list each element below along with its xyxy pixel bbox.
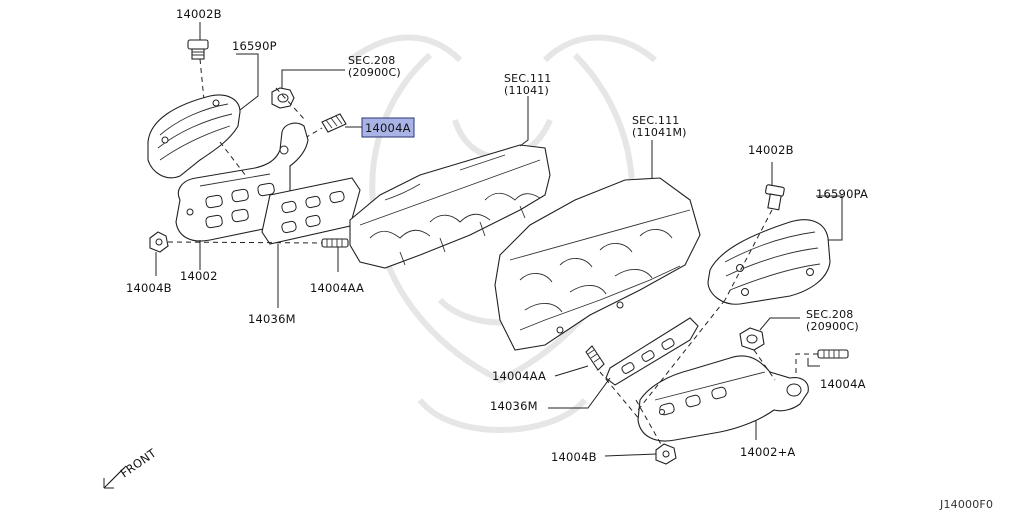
front-direction-arrow: FRONT (103, 445, 160, 489)
diagram-code: J14000F0 (939, 498, 993, 511)
bolt-14002b-right (765, 184, 785, 211)
label-14036m-left: 14036M (248, 312, 296, 326)
stud-14004aa-left (321, 238, 349, 248)
heat-cover-16590p (147, 94, 241, 179)
label-sec208-right-ref: (20900C) (806, 320, 859, 333)
label-14036m-right: 14036M (490, 399, 538, 413)
stud-14004a-right (817, 349, 849, 359)
label-14002b-right: 14002B (748, 143, 794, 157)
label-sec111-left: SEC.111 (504, 72, 552, 85)
nut-sec208-right (739, 327, 765, 351)
cylinder-head-11041m (494, 177, 701, 351)
label-sec208-left-ref: (20900C) (348, 66, 401, 79)
nut-14004b-right (655, 443, 677, 465)
label-14004b-right: 14004B (551, 450, 597, 464)
label-14004b-left: 14004B (126, 281, 172, 295)
exhaust-manifold-14002a (637, 355, 809, 442)
label-14002b-left: 14002B (176, 7, 222, 21)
label-14004a-highlighted: 14004A (365, 121, 411, 135)
label-sec111-left-ref: (11041) (504, 84, 549, 97)
label-14004aa-right: 14004AA (492, 369, 546, 383)
label-sec111-right: SEC.111 (632, 114, 680, 127)
background-watermark (348, 34, 657, 433)
label-16590p: 16590P (232, 39, 277, 53)
label-14002a: 14002+A (740, 445, 796, 459)
cylinder-head-11041 (349, 144, 551, 269)
gasket-14036m-left (261, 177, 361, 245)
nut-sec208-left (271, 87, 295, 109)
stud-14004aa-right (585, 345, 605, 371)
label-14002: 14002 (180, 269, 218, 283)
heat-cover-16590pa (707, 219, 831, 305)
bolt-14002b-left (187, 39, 209, 60)
gasket-14036m-right (605, 317, 699, 386)
label-sec111-right-ref: (11041M) (632, 126, 687, 139)
highlight-14004a (361, 117, 415, 138)
label-sec208-left: SEC.208 (348, 54, 396, 67)
leader-lines (155, 22, 843, 457)
label-16590pa: 16590PA (816, 187, 868, 201)
nut-14004b-left (149, 231, 169, 253)
stud-14004a-left (304, 113, 347, 139)
label-14004a-right: 14004A (820, 377, 866, 391)
label-sec208-right: SEC.208 (806, 308, 854, 321)
label-14004aa-left: 14004AA (310, 281, 364, 295)
front-label: FRONT (118, 445, 160, 480)
